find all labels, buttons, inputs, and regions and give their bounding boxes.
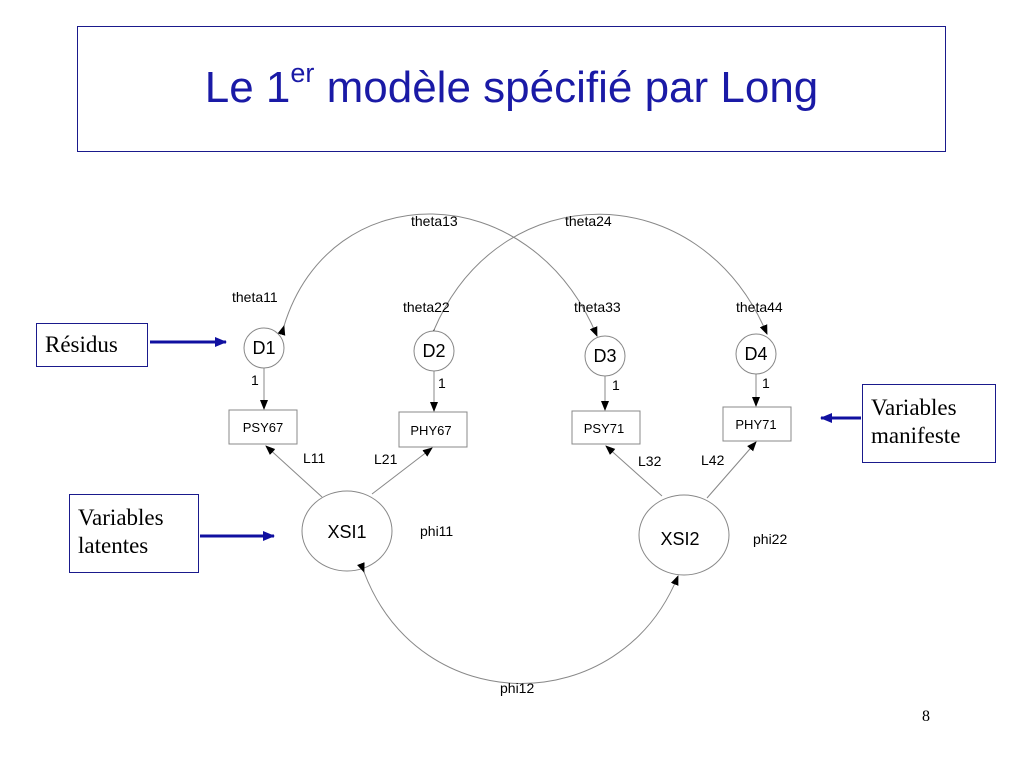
label-l42: L42: [701, 452, 725, 468]
loading-l42: [706, 441, 757, 499]
loading-l32: [605, 445, 663, 497]
residual-d2-label: D2: [422, 341, 445, 361]
label-l11: L11: [303, 450, 326, 466]
manifest-phy71: [722, 406, 792, 442]
manifest-psy71-label: PSY71: [584, 421, 624, 436]
callout-latent: Variables latentes: [69, 494, 199, 573]
callout-latent-line2: latentes: [78, 533, 149, 558]
residual-d3-label: D3: [593, 346, 616, 366]
label-theta24: theta24: [565, 213, 612, 229]
callout-manifest-line1: Variables: [871, 395, 957, 420]
title-superscript: er: [290, 57, 315, 88]
arc-phi12: [357, 562, 679, 684]
arc-theta24: [426, 213, 768, 340]
manifest-phy67-label: PHY67: [410, 423, 451, 438]
manifest-phy71-label: PHY71: [735, 417, 776, 432]
page-number: 8: [922, 708, 930, 725]
callout-manifest: Variables manifeste: [862, 384, 996, 463]
label-fixed-1b: 1: [438, 375, 446, 391]
title-box: Le 1er modèle spécifié par Long: [77, 26, 946, 152]
label-theta22: theta22: [403, 299, 450, 315]
label-theta13: theta13: [411, 213, 458, 229]
label-fixed-1d: 1: [762, 375, 770, 391]
latent-xsi2-label: XSI2: [660, 529, 699, 549]
loading-l11: [265, 445, 323, 498]
latent-xsi1: [301, 490, 393, 572]
label-theta33: theta33: [574, 299, 621, 315]
label-theta11: theta11: [232, 289, 278, 305]
residual-d1-label: D1: [252, 338, 275, 358]
label-phi12: phi12: [500, 680, 534, 696]
label-fixed-1c: 1: [612, 377, 620, 393]
latent-xsi2: [638, 494, 730, 576]
loading-l21: [371, 447, 433, 495]
manifest-psy67-label: PSY67: [243, 420, 283, 435]
callout-manifest-line2: manifeste: [871, 423, 961, 448]
title-suffix: modèle spécifié par Long: [314, 62, 819, 112]
label-l21: L21: [374, 451, 398, 467]
label-l32: L32: [638, 453, 662, 469]
callout-residus: Résidus: [36, 323, 148, 367]
latent-xsi1-label: XSI1: [327, 522, 366, 542]
title-prefix: Le 1: [204, 62, 291, 112]
residual-d4-label: D4: [744, 344, 767, 364]
slide-title: Le 1er modèle spécifié par Long: [205, 58, 819, 113]
callout-residus-text: Résidus: [45, 332, 118, 357]
manifest-phy67: [398, 411, 468, 448]
callout-latent-line1: Variables: [78, 505, 164, 530]
arc-theta13: [277, 213, 598, 337]
label-phi22: phi22: [753, 531, 787, 547]
label-theta44: theta44: [736, 299, 783, 315]
label-fixed-1a: 1: [251, 372, 259, 388]
label-phi11: phi11: [420, 523, 453, 539]
manifest-psy71: [571, 410, 641, 445]
manifest-psy67: [228, 409, 298, 445]
